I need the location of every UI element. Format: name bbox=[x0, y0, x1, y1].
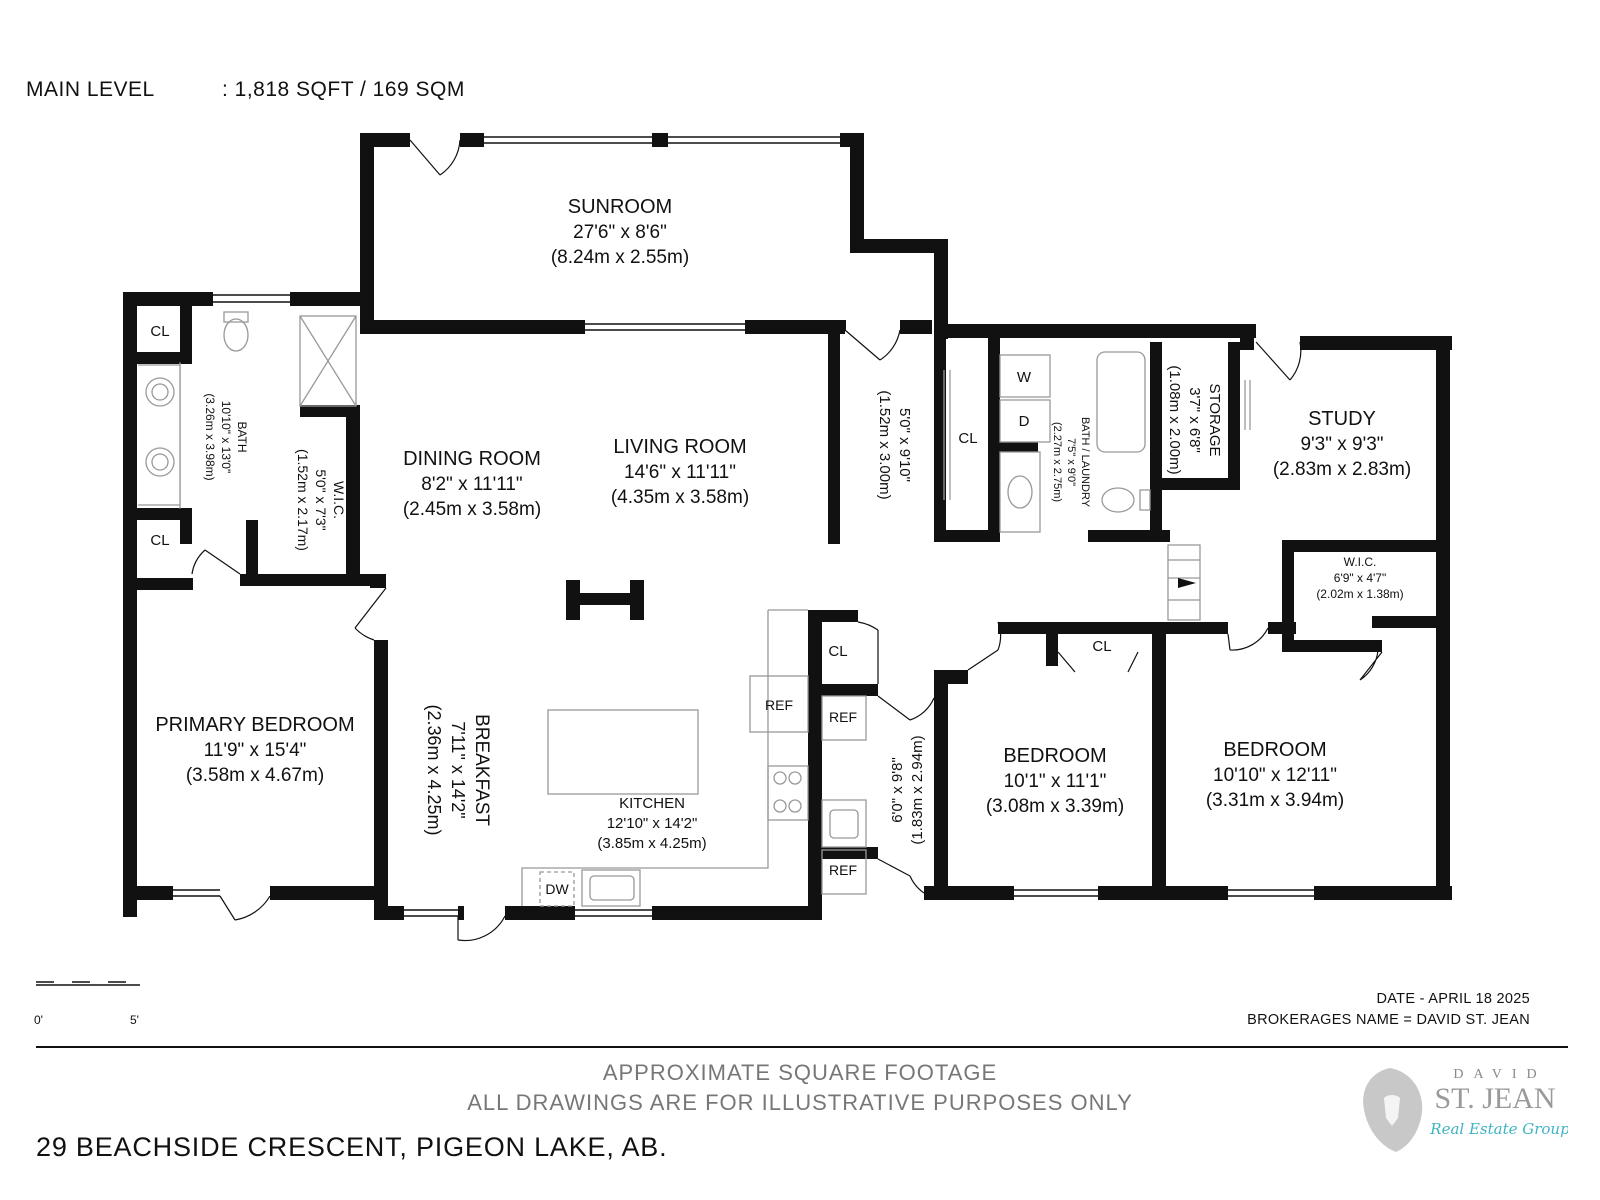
date-label: DATE - APRIL 18 2025 bbox=[1376, 991, 1530, 1007]
hall-1-dim-imperial: 5'0" x 9'10" bbox=[896, 408, 913, 482]
storage-label: STORAGE bbox=[1206, 383, 1223, 456]
storage-dim-metric: (1.08m x 2.00m) bbox=[1166, 365, 1183, 474]
study-dim-imperial: 9'3" x 9'3" bbox=[1300, 434, 1383, 455]
door-swings bbox=[191, 139, 1383, 942]
dining-room-dim-metric: (2.45m x 3.58m) bbox=[403, 499, 541, 520]
brokerage-label: BROKERAGES NAME = DAVID ST. JEAN bbox=[1247, 1012, 1530, 1028]
closet-label-bath-top: CL bbox=[150, 323, 169, 340]
living-room-label: LIVING ROOM bbox=[613, 436, 746, 458]
brokerage-logo: DAVID ST. JEAN Real Estate Group bbox=[1363, 1067, 1568, 1152]
scale-bar bbox=[36, 981, 140, 986]
property-address: 29 BEACHSIDE CRESCENT, PIGEON LAKE, AB. bbox=[36, 1132, 668, 1162]
level-label: MAIN LEVEL bbox=[26, 78, 155, 101]
hall-2-dim-metric: (1.83m x 2.94m) bbox=[909, 735, 926, 844]
area-label: : 1,818 SQFT / 169 SQM bbox=[222, 78, 465, 101]
primary-bedroom-dim-imperial: 11'9" x 15'4" bbox=[204, 740, 307, 761]
bedroom-1-dim-imperial: 10'1" x 11'1" bbox=[1004, 771, 1107, 792]
washer-label: W bbox=[1017, 369, 1032, 386]
bath-label: BATH bbox=[235, 421, 249, 452]
floor-plan: SUNROOM 27'6" x 8'6" (8.24m x 2.55m) DIN… bbox=[36, 133, 1452, 986]
primary-bedroom-label: PRIMARY BEDROOM bbox=[155, 714, 354, 736]
fridge-label-1: REF bbox=[765, 697, 793, 713]
hall-1-dim-metric: (1.52m x 3.00m) bbox=[876, 390, 893, 499]
closet-label-kitchen: CL bbox=[828, 643, 847, 660]
wic-1-dim-metric: (1.52m x 2.17m) bbox=[295, 449, 311, 551]
laundry-dim-metric: (2.27m x 2.75m) bbox=[1051, 422, 1063, 502]
kitchen-dim-metric: (3.85m x 4.25m) bbox=[597, 835, 706, 852]
sunroom-dim-metric: (8.24m x 2.55m) bbox=[551, 247, 689, 268]
lion-icon bbox=[1363, 1068, 1423, 1152]
bedroom-1-label: BEDROOM bbox=[1003, 745, 1106, 767]
stairs-marker bbox=[566, 578, 1196, 620]
kitchen-dim-imperial: 12'10" x 14'2" bbox=[607, 815, 698, 832]
footer-divider bbox=[36, 1046, 1568, 1048]
wic-2-dim-imperial: 6'9" x 4'7" bbox=[1334, 571, 1386, 585]
laundry-label: BATH / LAUNDRY bbox=[1079, 417, 1091, 508]
bedroom-2-dim-imperial: 10'10" x 12'11" bbox=[1213, 765, 1337, 786]
living-room-dim-imperial: 14'6" x 11'11" bbox=[624, 462, 736, 483]
scale-end-label: 5' bbox=[130, 1013, 139, 1027]
closet-label-bath-bottom: CL bbox=[150, 532, 169, 549]
fridge-label-2: REF bbox=[829, 709, 857, 725]
wic-2-label: W.I.C. bbox=[1344, 555, 1377, 569]
logo-main-text: ST. JEAN bbox=[1434, 1082, 1555, 1115]
scale-start-label: 0' bbox=[34, 1013, 43, 1027]
fridge-label-3: REF bbox=[829, 862, 857, 878]
walls bbox=[123, 133, 1452, 920]
dryer-label: D bbox=[1019, 413, 1030, 430]
disclaimer-line-2: ALL DRAWINGS ARE FOR ILLUSTRATIVE PURPOS… bbox=[467, 1090, 1133, 1115]
logo-top-text: DAVID bbox=[1453, 1067, 1546, 1082]
wic-1-dim-imperial: 5'0" x 7'3" bbox=[313, 469, 329, 530]
laundry-dim-imperial: 7'5" x 9'0" bbox=[1065, 438, 1077, 486]
wic-2-dim-metric: (2.02m x 1.38m) bbox=[1316, 587, 1403, 601]
breakfast-dim-imperial: 7'11" x 14'2" bbox=[448, 721, 468, 818]
windows bbox=[173, 136, 1314, 917]
bath-dim-imperial: 10'10" x 13'0" bbox=[219, 401, 233, 474]
bedroom-2-label: BEDROOM bbox=[1223, 739, 1326, 761]
bedroom-1-dim-metric: (3.08m x 3.39m) bbox=[986, 796, 1124, 817]
dishwasher-label: DW bbox=[545, 881, 569, 897]
wic-1-label: W.I.C. bbox=[331, 481, 347, 519]
logo-script-text: Real Estate Group bbox=[1429, 1120, 1568, 1138]
primary-bedroom-dim-metric: (3.58m x 4.67m) bbox=[186, 765, 324, 786]
hall-2-dim-imperial: 6'0" x 9'8" bbox=[889, 757, 906, 823]
disclaimer-line-1: APPROXIMATE SQUARE FOOTAGE bbox=[602, 1060, 998, 1085]
breakfast-dim-metric: (2.36m x 4.25m) bbox=[424, 704, 444, 835]
storage-dim-imperial: 3'7" x 6'8" bbox=[1186, 387, 1203, 453]
dining-room-label: DINING ROOM bbox=[403, 448, 541, 470]
living-room-dim-metric: (4.35m x 3.58m) bbox=[611, 487, 749, 508]
sunroom-dim-imperial: 27'6" x 8'6" bbox=[573, 222, 667, 243]
sunroom-label: SUNROOM bbox=[568, 196, 672, 218]
dining-room-dim-imperial: 8'2" x 11'11" bbox=[421, 474, 522, 495]
study-label: STUDY bbox=[1308, 408, 1376, 430]
kitchen-label: KITCHEN bbox=[619, 795, 685, 812]
bedroom-2-dim-metric: (3.31m x 3.94m) bbox=[1206, 790, 1344, 811]
closet-label-bedroom: CL bbox=[1092, 638, 1111, 655]
closet-label-hall: CL bbox=[958, 430, 977, 447]
study-dim-metric: (2.83m x 2.83m) bbox=[1273, 459, 1411, 480]
breakfast-label: BREAKFAST bbox=[471, 714, 492, 826]
bath-dim-metric: (3.26m x 3.98m) bbox=[203, 393, 217, 480]
fixtures bbox=[138, 311, 1251, 907]
